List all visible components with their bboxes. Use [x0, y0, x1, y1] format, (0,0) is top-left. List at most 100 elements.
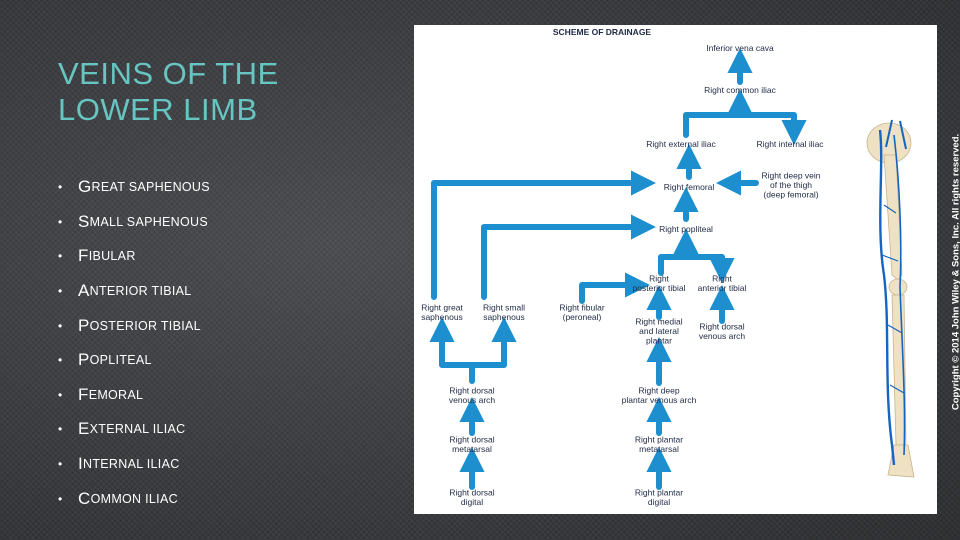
arrow-small-saphenous-to-popliteal	[481, 214, 657, 300]
node-label-line: of the thigh	[770, 180, 812, 190]
node-label-line: (peroneal)	[563, 312, 602, 322]
bullet-icon: •	[58, 457, 63, 472]
node-label-line: saphenous	[483, 312, 525, 322]
node-label-line: metatarsal	[452, 444, 492, 454]
vein-name-rest: EMORAL	[88, 387, 144, 402]
vein-initial: P	[78, 315, 90, 335]
vein-initial: A	[78, 281, 90, 301]
arrow-dorsal-arch-branch-small	[469, 316, 517, 368]
bullet-icon: •	[58, 387, 63, 402]
bullet-icon: •	[58, 318, 63, 333]
node-label-line: Right femoral	[664, 182, 715, 192]
node-label-line: Right dorsal	[449, 434, 494, 444]
node-label-line: venous arch	[699, 331, 746, 341]
node-ivc: Inferior vena cava	[706, 43, 774, 53]
great-saphenous-vein-illustration	[878, 129, 896, 466]
bullet-icon: •	[58, 422, 63, 437]
node-label-line: metatarsal	[639, 444, 679, 454]
bullet-icon: •	[58, 353, 63, 368]
node-label-line: Right deep	[638, 385, 679, 395]
scheme-heading: SCHEME OF DRAINAGE	[553, 27, 652, 37]
arrow-great-saphenous-to-femoral	[431, 170, 657, 300]
node-popliteal: Right popliteal	[659, 224, 713, 234]
bullet-icon: •	[58, 284, 63, 299]
vein-name-rest: REAT SAPHENOUS	[91, 180, 210, 195]
vein-name-rest: OPLITEAL	[89, 353, 152, 368]
node-labels: SCHEME OF DRAINAGE Inferior vena cavaRigh…	[421, 27, 824, 507]
node-label-line: Right dorsal	[699, 321, 744, 331]
vein-name-rest: MALL SAPHENOUS	[89, 214, 208, 229]
deep-vein-illustration	[893, 134, 906, 456]
vein-initial: F	[78, 384, 89, 404]
drainage-diagram: SCHEME OF DRAINAGE Inferior vena cavaRigh…	[421, 27, 915, 507]
node-label-line: and lateral	[639, 326, 679, 336]
vein-name-rest: OSTERIOR TIBIAL	[89, 318, 201, 333]
bullet-icon: •	[58, 249, 63, 264]
bullet-icon: •	[58, 491, 63, 506]
vein-initial: E	[78, 419, 90, 439]
foot-shape	[887, 444, 915, 478]
node-label-line: Right fibular	[559, 302, 605, 312]
title-line-1: VEINS OF THE	[58, 56, 279, 91]
arrow-fibular-to-posterior-tibial	[579, 272, 651, 304]
node-label-line: posterior tibial	[633, 283, 686, 293]
lower-limb-illustration	[866, 119, 915, 478]
node-label-line: Inferior vena cava	[706, 43, 774, 53]
node-label-line: Right great	[421, 302, 463, 312]
bullet-icon: •	[58, 180, 63, 195]
node-fibular: Right fibular(peroneal)	[559, 302, 605, 322]
vein-name-rest: OMMON ILIAC	[90, 491, 178, 506]
vein-initial: S	[78, 211, 90, 231]
node-label-line: Right dorsal	[449, 385, 494, 395]
node-label-line: Right popliteal	[659, 224, 713, 234]
arrow-tibials-to-popliteal	[658, 254, 735, 284]
node-label-line: Right internal iliac	[756, 139, 824, 149]
node-external-iliac: Right external iliac	[646, 139, 716, 149]
vein-name-rest: NTERIOR TIBIAL	[89, 284, 192, 299]
vein-name-rest: NTERNAL ILIAC	[83, 457, 180, 472]
node-label-line: venous arch	[449, 395, 496, 405]
vein-name-rest: IBULAR	[88, 249, 136, 264]
vein-branches-illustration	[881, 204, 905, 394]
node-label-line: Right plantar	[635, 487, 683, 497]
node-common-iliac: Right common iliac	[704, 85, 777, 95]
node-internal-iliac: Right internal iliac	[756, 139, 824, 149]
femur-shape	[883, 154, 903, 281]
node-label-line: digital	[461, 497, 483, 507]
flow-arrows	[429, 47, 807, 490]
node-label-line: Right small	[483, 302, 525, 312]
title-line-2: LOWER LIMB	[58, 92, 258, 127]
arrow-dorsal-arch-branch-great	[429, 316, 475, 384]
node-label-line: Right common iliac	[704, 85, 777, 95]
node-label-line: Right	[649, 273, 669, 283]
vein-initial: G	[78, 177, 92, 197]
bullet-icon: •	[58, 214, 63, 229]
node-femoral: Right femoral	[664, 182, 715, 192]
node-label-line: Right	[712, 273, 732, 283]
node-label-line: Right medial	[635, 317, 682, 327]
vein-initial: I	[78, 454, 84, 474]
